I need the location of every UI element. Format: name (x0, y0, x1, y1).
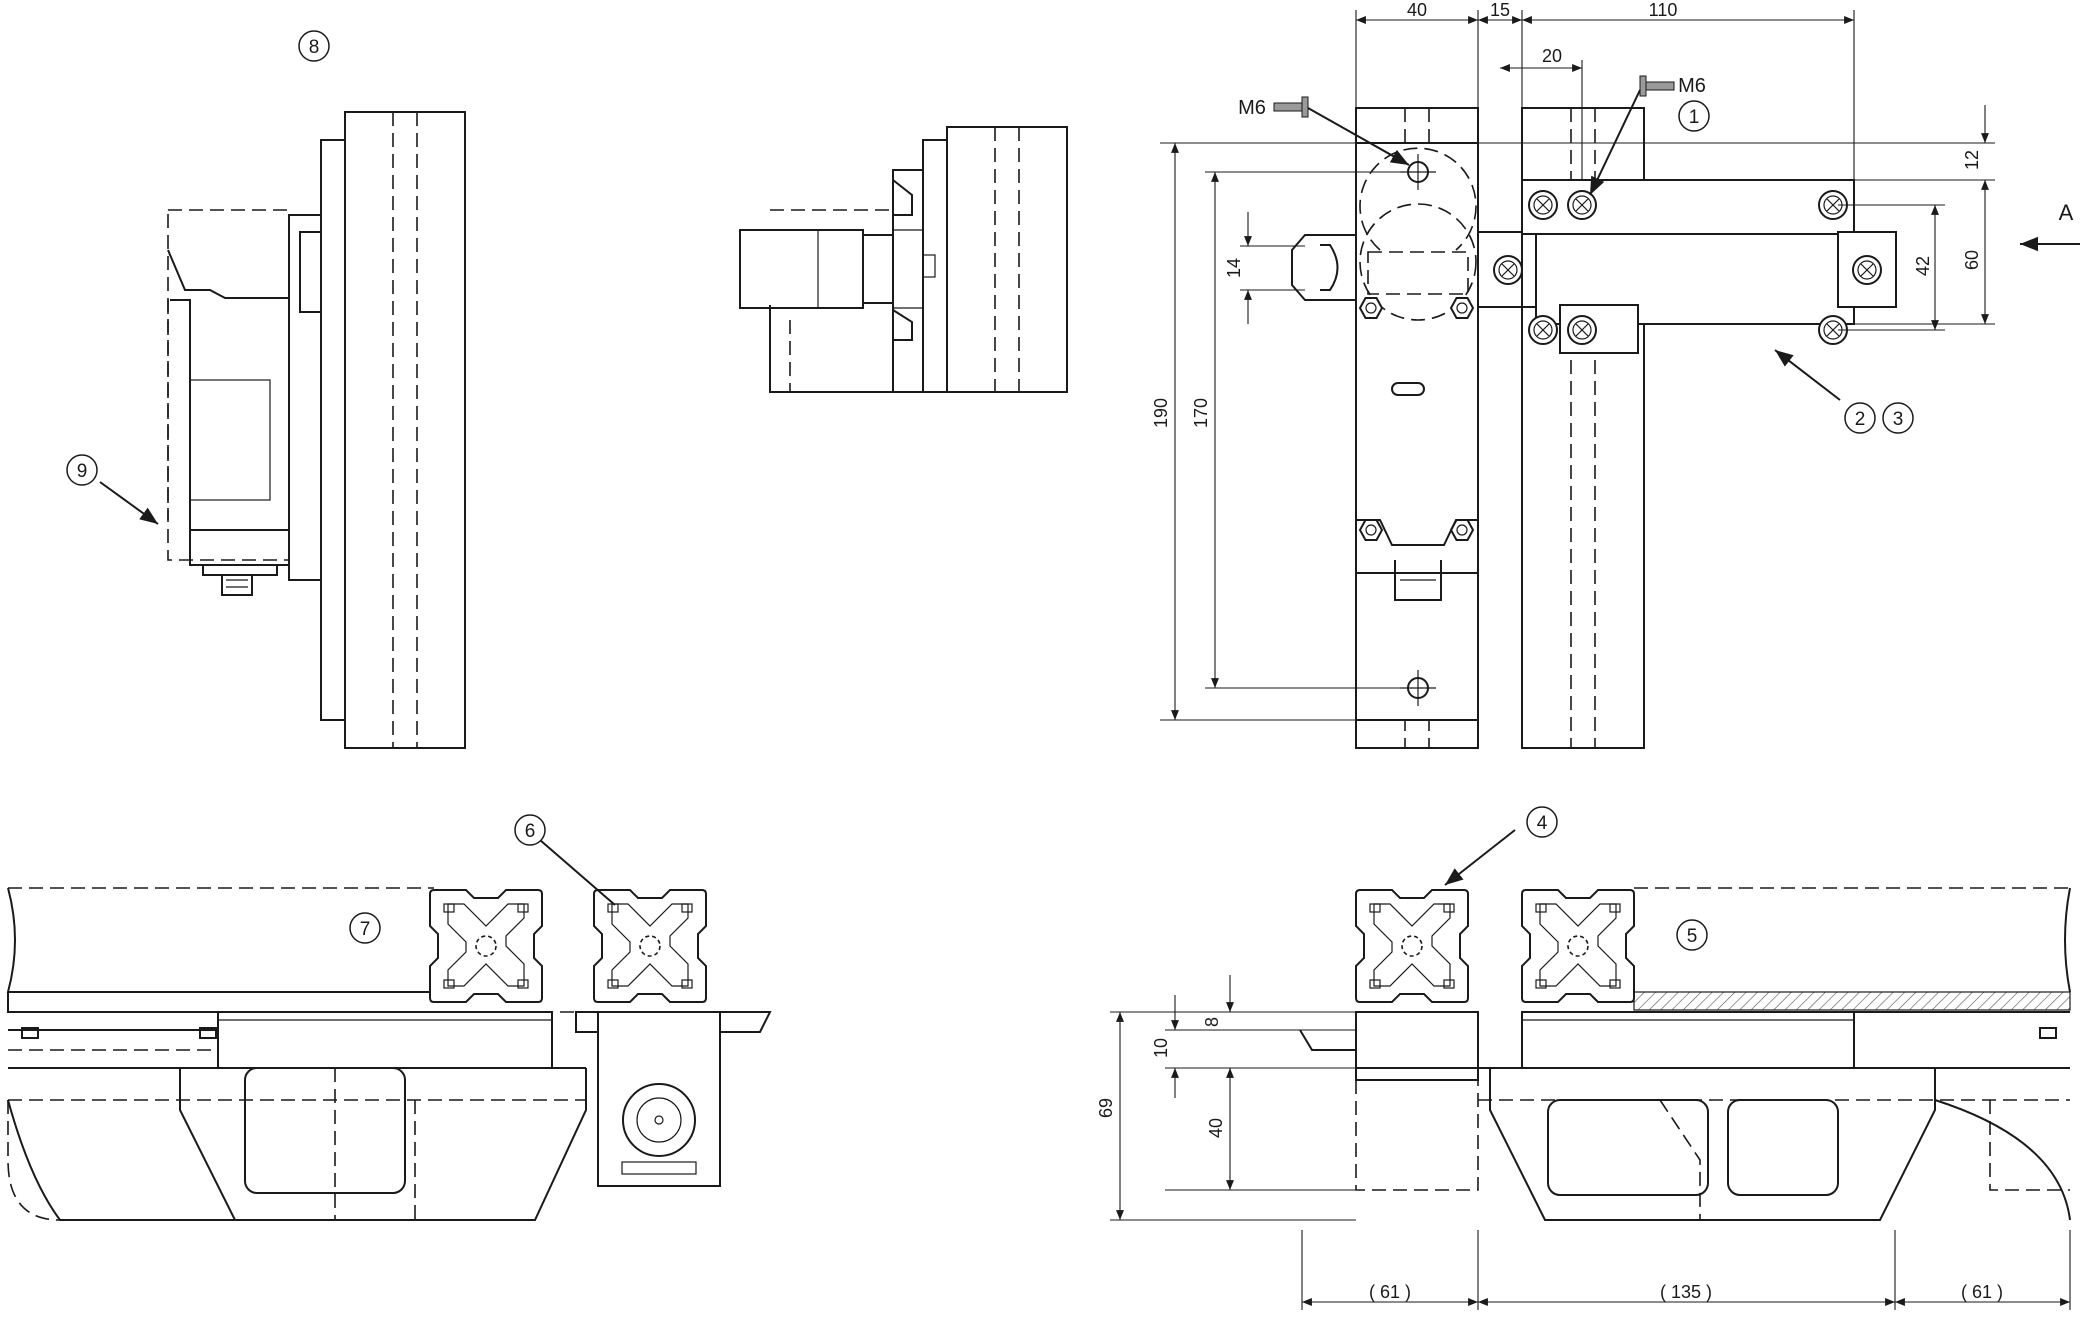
dim-170: 170 (1191, 398, 1211, 428)
dim-10: 10 (1151, 1038, 1171, 1058)
svg-text:9: 9 (77, 461, 88, 482)
callout-1: 1 (1678, 100, 1710, 132)
label-m6-left: M6 (1238, 97, 1266, 119)
bottom-view-right (1299, 829, 2071, 1221)
svg-text:6: 6 (525, 821, 536, 842)
dim-42: 42 (1913, 256, 1933, 276)
label-m6-right: M6 (1678, 75, 1706, 97)
callout-4: 4 (1526, 806, 1558, 838)
svg-text:4: 4 (1537, 813, 1548, 834)
dim-8: 8 (1202, 1017, 1222, 1027)
svg-text:2: 2 (1855, 409, 1866, 430)
dim-20: 20 (1542, 46, 1562, 66)
label-view-a: A (2059, 200, 2074, 225)
dim-14: 14 (1224, 258, 1244, 278)
svg-text:1: 1 (1689, 107, 1700, 128)
dim-12: 12 (1962, 150, 1982, 170)
dim-15: 15 (1490, 0, 1510, 20)
callout-6: 6 (514, 814, 546, 846)
callout-7: 7 (349, 912, 381, 944)
dim-61-left: ( 61 ) (1369, 1282, 1411, 1302)
svg-text:8: 8 (309, 37, 320, 58)
svg-text:5: 5 (1687, 926, 1698, 947)
dim-69: 69 (1096, 1098, 1116, 1118)
svg-text:7: 7 (360, 919, 371, 940)
callout-3: 3 (1882, 402, 1914, 434)
side-view-center (739, 126, 1068, 393)
dim-110: 110 (1649, 0, 1678, 20)
dim-40-bottom: 40 (1206, 1118, 1226, 1138)
bottom-view-left (6, 839, 772, 1221)
svg-text:3: 3 (1893, 409, 1904, 430)
callout-5: 5 (1676, 919, 1708, 951)
m6-screw-icon-right (1639, 75, 1675, 97)
callout-9: 9 (66, 454, 98, 486)
front-view-dimensions (1160, 10, 1995, 721)
dim-190: 190 (1151, 398, 1171, 428)
dim-135: ( 135 ) (1660, 1282, 1712, 1302)
dim-61-right: ( 61 ) (1961, 1282, 2003, 1302)
dim-40: 40 (1407, 0, 1427, 20)
dim-60: 60 (1962, 250, 1982, 270)
front-view (1273, 75, 2080, 749)
side-view-left (99, 111, 466, 749)
bottom-view-dimensions (1110, 975, 2071, 1310)
callout-2: 2 (1844, 402, 1876, 434)
callout-8: 8 (298, 30, 330, 62)
m6-screw-icon-left (1273, 96, 1309, 118)
